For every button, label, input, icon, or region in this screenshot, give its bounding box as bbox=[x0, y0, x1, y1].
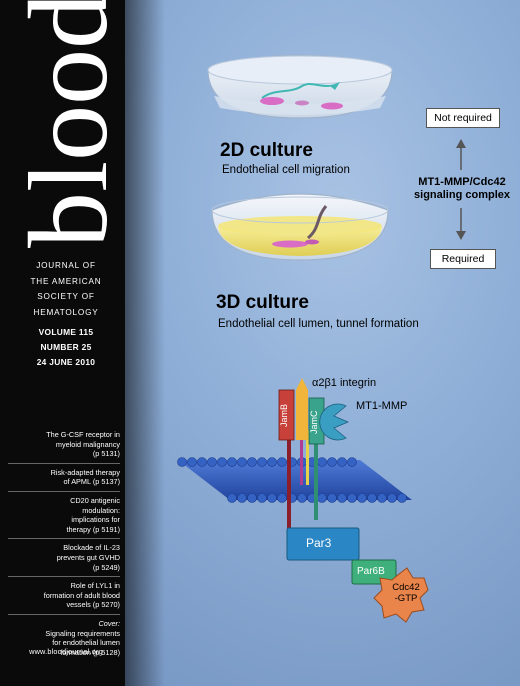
teaser-item[interactable]: Cover: Signaling requirements for endoth… bbox=[8, 615, 120, 661]
teaser-line: prevents gut GVHD bbox=[56, 552, 120, 562]
teaser-line: therapy (p 5191) bbox=[66, 524, 120, 534]
article-teasers: The G-CSF receptor in myeloid malignancy… bbox=[8, 426, 120, 661]
signaling-complex bbox=[286, 527, 429, 623]
culture-2d-subtitle: Endothelial cell migration bbox=[222, 164, 350, 176]
sidebar: blood JOURNAL OF THE AMERICAN SOCIETY OF… bbox=[0, 0, 126, 686]
teaser-line: (p 5249) bbox=[92, 562, 120, 572]
journal-description-line: HEMATOLOGY bbox=[33, 307, 99, 317]
teaser-line: Blockade of IL-23 bbox=[63, 543, 120, 553]
teaser-line: Signaling requirements bbox=[45, 628, 120, 638]
teaser-line: Role of LYL1 in bbox=[70, 581, 120, 591]
cdc42-label: Cdc42 -GTP bbox=[386, 582, 426, 604]
journal-title: blood bbox=[7, 0, 126, 248]
par3-label: Par3 bbox=[306, 536, 332, 550]
issue-number: NUMBER 25 bbox=[40, 342, 92, 352]
integrin-label: α2β1 integrin bbox=[312, 377, 377, 389]
sidebar-shadow bbox=[125, 0, 165, 686]
teaser-item[interactable]: Role of LYL1 in formation of adult blood… bbox=[8, 577, 120, 615]
culture-3d-dish bbox=[211, 193, 389, 261]
teaser-item[interactable]: CD20 antigenic modulation: implications … bbox=[8, 492, 120, 540]
teaser-item[interactable]: Blockade of IL-23 prevents gut GVHD (p 5… bbox=[8, 539, 120, 578]
teaser-line: myeloid malignancy bbox=[55, 439, 120, 449]
par6b-label: Par6B bbox=[357, 566, 385, 577]
journal-url-link[interactable]: www.bloodjournal.org bbox=[29, 647, 103, 656]
culture-3d-title: 3D culture bbox=[216, 292, 309, 313]
teaser-line: The G-CSF receptor in bbox=[46, 430, 120, 439]
mt1mmp-label: MT1-MMP bbox=[356, 400, 408, 412]
cdc42-label-line2: -GTP bbox=[394, 593, 418, 604]
not-required-box: Not required bbox=[426, 108, 500, 128]
teaser-line: modulation: bbox=[82, 505, 120, 515]
complex-label-line2: signaling complex bbox=[414, 189, 510, 201]
teaser-line: formation (p 5128) bbox=[60, 647, 120, 657]
teaser-item[interactable]: Risk-adapted therapy of APML (p 5137) bbox=[8, 464, 120, 492]
jamc-label: JamC bbox=[309, 410, 319, 434]
issue-info: VOLUME 115 NUMBER 25 24 JUNE 2010 bbox=[14, 325, 118, 370]
complex-label-line1: MT1-MMP/Cdc42 bbox=[418, 176, 506, 188]
culture-2d-title: 2D culture bbox=[220, 140, 313, 161]
requirement-arrows bbox=[456, 139, 466, 240]
teaser-line: implications for bbox=[71, 515, 120, 525]
volume-number: VOLUME 115 bbox=[38, 327, 94, 337]
culture-2d-dish bbox=[207, 54, 393, 119]
cell-membrane bbox=[177, 457, 412, 503]
teaser-line: of APML (p 5137) bbox=[63, 477, 120, 487]
teaser-line: Cover: bbox=[98, 618, 121, 628]
blood-logo: blood bbox=[7, 0, 126, 248]
issue-date: 24 JUNE 2010 bbox=[36, 357, 96, 367]
journal-description-line: JOURNAL OF bbox=[36, 261, 96, 270]
journal-description-line: THE AMERICAN bbox=[30, 276, 102, 286]
transmembrane-proteins bbox=[278, 378, 350, 530]
teaser-line: CD20 antigenic bbox=[70, 495, 120, 505]
teaser-line: vessels (p 5270) bbox=[66, 600, 120, 610]
jamb-label: JamB bbox=[279, 403, 289, 427]
required-box: Required bbox=[430, 249, 496, 269]
culture-3d-subtitle: Endothelial cell lumen, tunnel formation bbox=[218, 318, 419, 330]
signaling-complex-label: MT1-MMP/Cdc42 signaling complex bbox=[404, 176, 520, 202]
journal-description-line: SOCIETY OF bbox=[37, 292, 95, 301]
journal-description: JOURNAL OF THE AMERICAN SOCIETY OF HEMAT… bbox=[16, 258, 116, 320]
teaser-item[interactable]: The G-CSF receptor in myeloid malignancy… bbox=[8, 426, 120, 464]
teaser-line: (p 5131) bbox=[92, 449, 120, 459]
teaser-line: formation of adult blood bbox=[43, 590, 120, 600]
cdc42-label-line1: Cdc42 bbox=[392, 582, 420, 593]
teaser-line: Risk-adapted therapy bbox=[50, 467, 120, 477]
teaser-line: for endothelial lumen bbox=[52, 638, 120, 648]
